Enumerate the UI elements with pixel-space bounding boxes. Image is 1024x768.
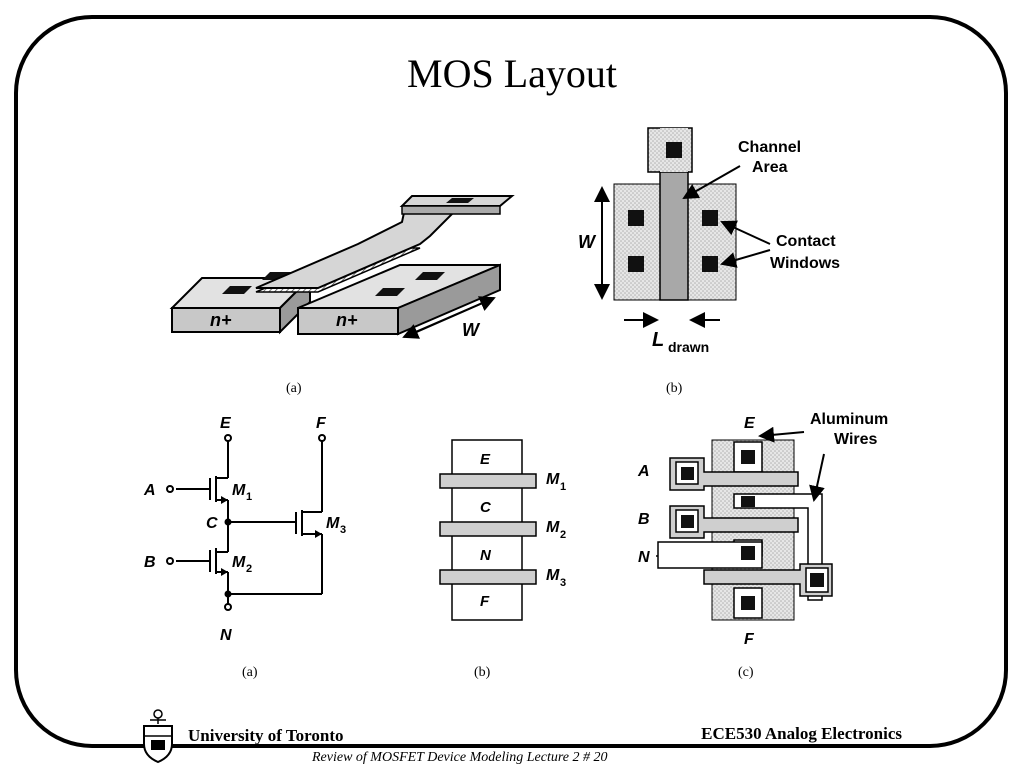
wired-layout-figure — [656, 426, 833, 621]
gate-m3 — [703, 563, 833, 597]
contact-window — [628, 256, 644, 272]
region-label: E — [480, 451, 491, 468]
schem-m1: M — [232, 482, 246, 499]
schem-m3-sub: 3 — [340, 524, 346, 536]
stack-m1-sub: 1 — [560, 481, 566, 493]
region-label: N — [480, 547, 492, 564]
schem-node-f: F — [316, 415, 327, 432]
schem-node-b: B — [144, 554, 156, 571]
l-label: L — [652, 329, 664, 351]
stack-m2-sub: 2 — [560, 529, 566, 541]
n-plus-right-label: n+ — [336, 310, 358, 330]
l-label-sub: drawn — [668, 339, 709, 355]
m3-arrow — [315, 530, 322, 538]
region-label: F — [480, 593, 490, 610]
wire-pointer-2 — [809, 453, 825, 502]
caption-top-b: (b) — [666, 381, 683, 396]
gate-a — [669, 457, 799, 491]
metal-f — [733, 587, 763, 619]
slide-title: MOS Layout — [407, 51, 617, 96]
node-e-terminal — [224, 434, 232, 442]
wired-node-f: F — [744, 631, 755, 648]
schem-m2: M — [232, 554, 246, 571]
caption-top-a: (a) — [286, 381, 302, 396]
width-arrow-back — [402, 297, 495, 339]
contact-window — [702, 210, 718, 226]
channel-pointer — [682, 165, 741, 199]
footer-lecture: Review of MOSFET Device Modeling Lecture… — [312, 750, 608, 765]
schem-node-n: N — [220, 627, 232, 644]
wired-node-b: B — [638, 511, 650, 528]
wires-label-1: Aluminum — [810, 411, 888, 428]
contact-pointer-2 — [720, 249, 771, 268]
gate-contact-window — [666, 142, 682, 158]
poly-gate — [255, 195, 515, 293]
caption-bot-c: (c) — [738, 665, 754, 680]
schem-m1-sub: 1 — [246, 491, 252, 503]
wired-node-e: E — [744, 415, 756, 432]
gate-m3 — [439, 569, 537, 585]
contact-label-2: Windows — [770, 255, 840, 272]
m2-arrow — [221, 568, 228, 576]
slide-frame — [14, 15, 1008, 748]
gate-b — [669, 505, 799, 539]
footer-university: University of Toronto — [188, 726, 344, 745]
stacked-layout-figure — [439, 439, 537, 621]
schematic-figure — [166, 434, 326, 611]
stack-m1: M — [546, 471, 560, 488]
region-label: C — [480, 499, 492, 516]
footer-course: ECE530 Analog Electronics — [701, 724, 902, 743]
wires-label-2: Wires — [834, 431, 878, 448]
contact-window — [628, 210, 644, 226]
schem-node-e: E — [220, 415, 232, 432]
gate-m2 — [439, 521, 537, 537]
contact-window — [702, 256, 718, 272]
gate-m1 — [439, 473, 537, 489]
schem-m2-sub: 2 — [246, 563, 252, 575]
university-crest-logo — [143, 709, 173, 764]
contact-pointer-1 — [720, 220, 771, 245]
stack-m3: M — [546, 567, 560, 584]
schem-node-c: C — [206, 515, 218, 532]
w-label: W — [578, 232, 597, 252]
schem-node-a: A — [143, 482, 156, 499]
n-plus-left-label: n+ — [210, 310, 232, 330]
width-label: W — [462, 320, 481, 340]
caption-bot-a: (a) — [242, 665, 258, 680]
channel-label-2: Area — [752, 159, 788, 176]
mosfet-3d-figure: n+ n+ W — [169, 195, 515, 340]
stack-m2: M — [546, 519, 560, 536]
wired-node-a: A — [637, 463, 650, 480]
schem-m3: M — [326, 515, 340, 532]
wire-pointer-1 — [758, 426, 805, 443]
contact-label-1: Contact — [776, 233, 836, 250]
m1-arrow — [221, 496, 228, 504]
mosfet-layout-figure: W L drawn Channel Area Contact Windows — [578, 127, 840, 355]
channel-label-1: Channel — [738, 139, 801, 156]
poly-gate-strip — [659, 171, 689, 301]
caption-bot-b: (b) — [474, 665, 491, 680]
stack-m3-sub: 3 — [560, 577, 566, 589]
wired-node-n: N — [638, 549, 650, 566]
n-plus-right-block — [297, 263, 501, 336]
node-f-terminal — [318, 434, 326, 442]
